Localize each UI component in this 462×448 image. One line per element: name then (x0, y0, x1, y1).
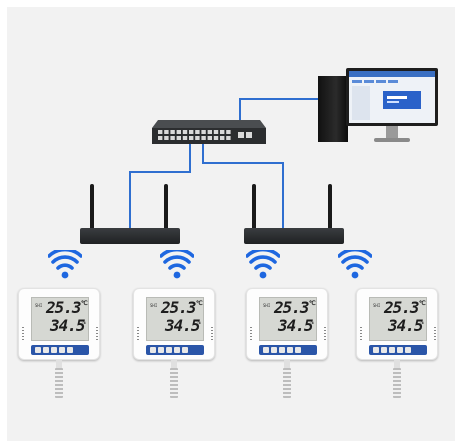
temperature-unit: ℃ (309, 300, 316, 307)
sensor-button-bar (259, 345, 317, 355)
temperature-reading: 25.3 (161, 298, 197, 317)
sensor-probe (393, 368, 401, 398)
sensor-probe (283, 368, 291, 398)
cable-switch-to-pc (239, 98, 352, 125)
antenna-right (164, 184, 168, 230)
router-left (80, 184, 180, 246)
humidity-reading: 34.5 (278, 316, 314, 335)
cable-switch-to-router-right (202, 144, 284, 231)
humidity-reading: 34.5 (388, 316, 424, 335)
router-right (244, 184, 344, 246)
sensor-button-bar (146, 345, 204, 355)
sensor-1: SHI 25.3 ℃ 34.5 % (18, 288, 100, 398)
sensor-button-bar (369, 345, 427, 355)
router-icon (80, 228, 180, 244)
antenna-left (252, 184, 256, 230)
cable-switch-to-router-left (129, 144, 191, 231)
sensor-3: SHI 25.3 ℃ 34.5 % (246, 288, 328, 398)
temperature-reading: 25.3 (384, 298, 420, 317)
desktop-computer-icon (346, 68, 438, 146)
sensor-probe (170, 368, 178, 398)
router-icon (244, 228, 344, 244)
desktop-tower (318, 76, 348, 142)
sensor-2: SHI 25.3 ℃ 34.5 % (133, 288, 215, 398)
wifi-signal-icon (159, 247, 195, 280)
antenna-left (90, 184, 94, 230)
sensor-probe (55, 368, 63, 398)
sensor-display: SHI 25.3 ℃ 34.5 % (259, 297, 317, 341)
humidity-unit: % (420, 319, 424, 326)
temperature-unit: ℃ (81, 300, 88, 307)
antenna-right (328, 184, 332, 230)
sensor-4: SHI 25.3 ℃ 34.5 % (356, 288, 438, 398)
wifi-signal-icon (337, 247, 373, 280)
temperature-unit: ℃ (419, 300, 426, 307)
sensor-button-bar (31, 345, 89, 355)
sensor-display: SHI 25.3 ℃ 34.5 % (146, 297, 204, 341)
temperature-reading: 25.3 (46, 298, 82, 317)
temperature-reading: 25.3 (274, 298, 310, 317)
sensor-display: SHI 25.3 ℃ 34.5 % (369, 297, 427, 341)
humidity-reading: 34.5 (165, 316, 201, 335)
sensor-display: SHI 25.3 ℃ 34.5 % (31, 297, 89, 341)
humidity-reading: 34.5 (50, 316, 86, 335)
temperature-unit: ℃ (196, 300, 203, 307)
humidity-unit: % (82, 319, 86, 326)
wifi-signal-icon (245, 247, 281, 280)
wifi-signal-icon (47, 247, 83, 280)
network-switch-icon (152, 120, 266, 144)
humidity-unit: % (197, 319, 201, 326)
humidity-unit: % (310, 319, 314, 326)
